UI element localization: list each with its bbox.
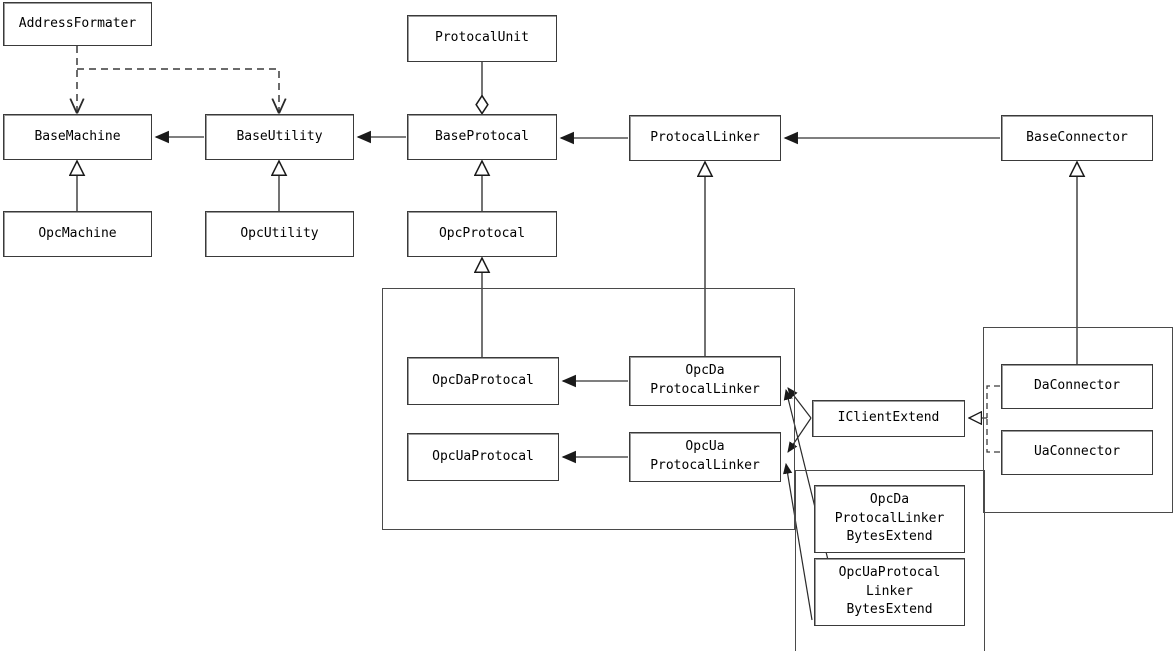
class-node-opc-da-protocal[interactable]: OpcDaProtocal <box>407 357 559 405</box>
class-node-opc-ua-protocal-linker-bytes-extend[interactable]: OpcUaProtocal Linker BytesExtend <box>814 558 965 626</box>
group-protocal-package <box>382 288 795 530</box>
class-node-opc-da-protocal-linker-bytes-extend[interactable]: OpcDa ProtocalLinker BytesExtend <box>814 485 965 553</box>
class-node-base-connector[interactable]: BaseConnector <box>1001 115 1153 161</box>
class-node-da-connector[interactable]: DaConnector <box>1001 364 1153 409</box>
class-node-opc-ua-protocal[interactable]: OpcUaProtocal <box>407 433 559 481</box>
class-node-base-protocal[interactable]: BaseProtocal <box>407 114 557 160</box>
class-node-opc-utility[interactable]: OpcUtility <box>205 211 354 257</box>
edge-address-formater-to-base-utility <box>77 68 279 112</box>
class-node-ua-connector[interactable]: UaConnector <box>1001 430 1153 475</box>
class-node-base-utility[interactable]: BaseUtility <box>205 114 354 160</box>
class-node-iclient-extend[interactable]: IClientExtend <box>812 400 965 437</box>
class-node-protocal-linker[interactable]: ProtocalLinker <box>629 115 781 161</box>
class-node-address-formater[interactable]: AddressFormater <box>3 2 152 46</box>
class-node-opc-da-protocal-linker[interactable]: OpcDa ProtocalLinker <box>629 356 781 406</box>
class-node-protocal-unit[interactable]: ProtocalUnit <box>407 15 557 62</box>
class-node-opc-ua-protocal-linker[interactable]: OpcUa ProtocalLinker <box>629 432 781 482</box>
class-node-opc-machine[interactable]: OpcMachine <box>3 211 152 257</box>
group-connector-package <box>983 327 1173 513</box>
class-node-opc-protocal[interactable]: OpcProtocal <box>407 211 557 257</box>
class-node-base-machine[interactable]: BaseMachine <box>3 114 152 160</box>
